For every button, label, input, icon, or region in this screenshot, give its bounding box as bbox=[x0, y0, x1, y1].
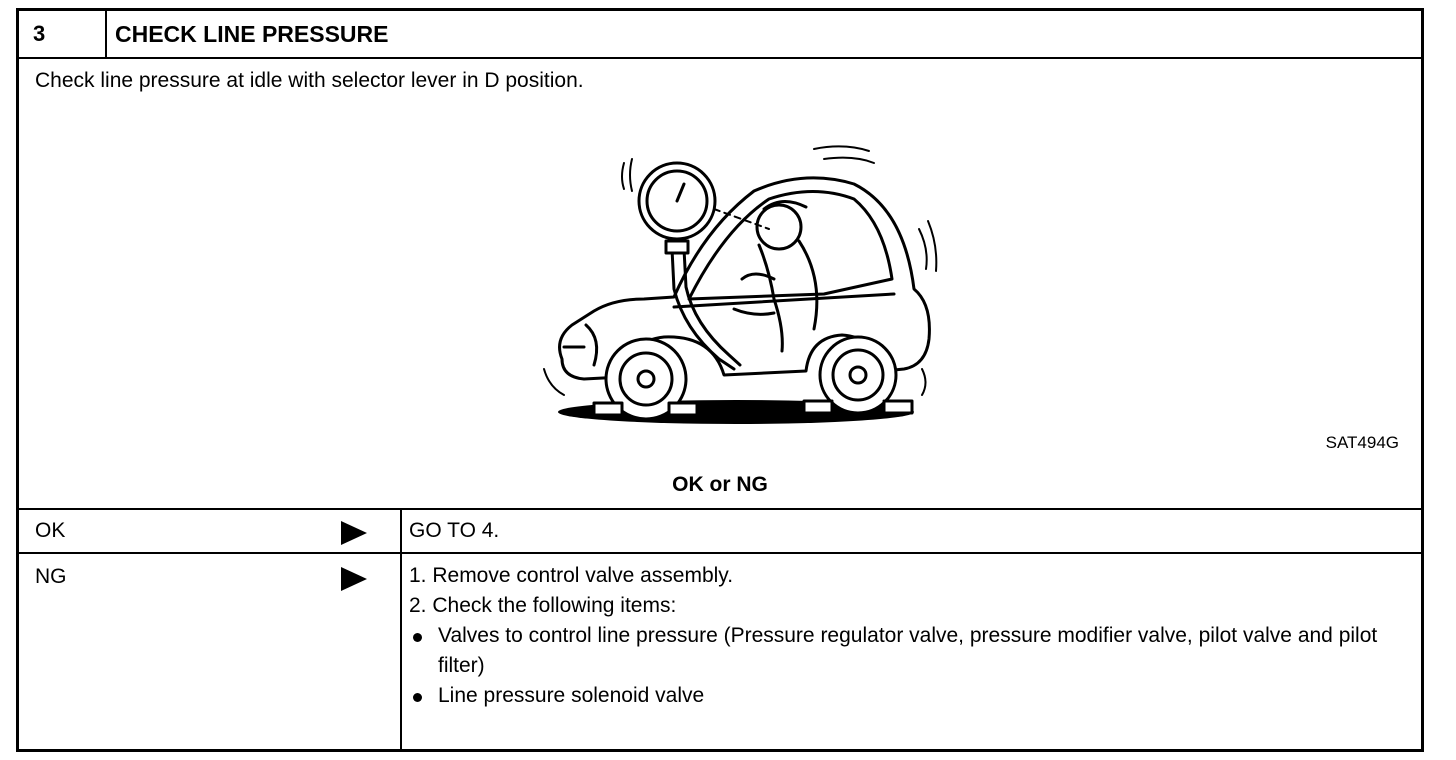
step-item: 1. Remove control valve assembly. bbox=[409, 564, 734, 587]
column-divider bbox=[400, 508, 402, 752]
result-label: NG bbox=[35, 565, 67, 588]
bullet-text: Line pressure solenoid valve bbox=[438, 684, 705, 707]
table-divider bbox=[19, 552, 1421, 554]
step-title: CHECK LINE PRESSURE bbox=[115, 21, 389, 47]
result-action: GO TO 4. bbox=[409, 519, 500, 542]
right-arrow-icon bbox=[341, 567, 367, 591]
result-steps: 1. Remove control valve assembly. 2. Che… bbox=[409, 561, 1409, 711]
step-number: 3 bbox=[19, 11, 107, 57]
bullet-item: Line pressure solenoid valve bbox=[409, 681, 1409, 711]
figure-code: SAT494G bbox=[1325, 433, 1399, 452]
bullet-icon bbox=[413, 633, 422, 642]
table-divider bbox=[19, 508, 1421, 510]
step-header: 3 CHECK LINE PRESSURE bbox=[19, 11, 1421, 59]
bullet-text: Valves to control line pressure (Pressur… bbox=[438, 624, 1378, 677]
procedure-table: 3 CHECK LINE PRESSURE Check line pressur… bbox=[16, 8, 1424, 752]
bullet-item: Valves to control line pressure (Pressur… bbox=[409, 621, 1409, 681]
instruction-text: Check line pressure at idle with selecto… bbox=[35, 69, 584, 92]
step-item: 2. Check the following items: bbox=[409, 594, 677, 617]
check-question: OK or NG bbox=[672, 473, 768, 496]
bullet-icon bbox=[413, 693, 422, 702]
result-label: OK bbox=[35, 519, 66, 542]
line-pressure-illustration bbox=[543, 145, 938, 424]
right-arrow-icon bbox=[341, 521, 367, 545]
